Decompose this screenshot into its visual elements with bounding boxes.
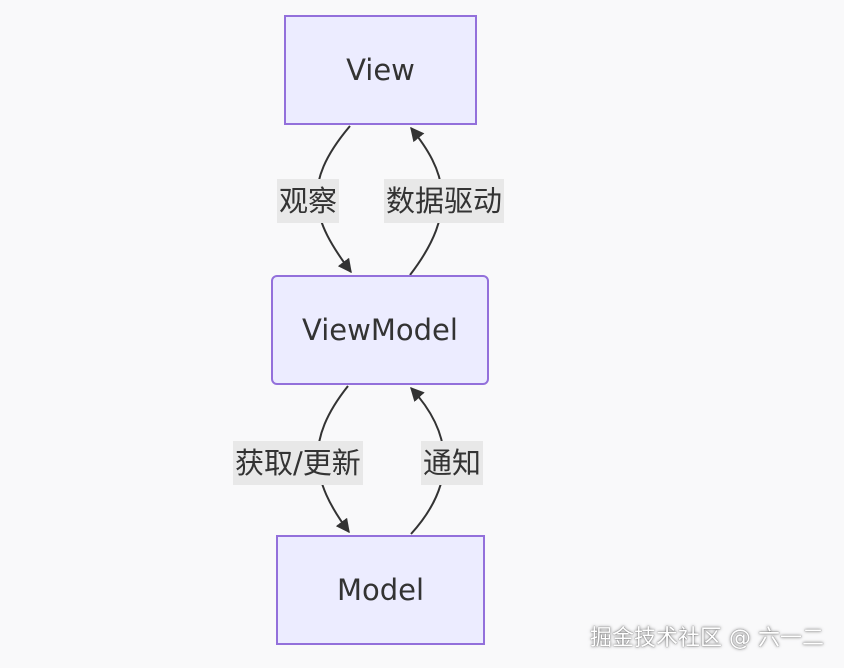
- viewmodel-node-label: ViewModel: [302, 313, 458, 347]
- watermark: 掘金技术社区 @ 六一二: [590, 626, 824, 651]
- viewmodel-node: ViewModel: [271, 275, 489, 385]
- edge-label-observe: 观察: [277, 179, 340, 223]
- edge-label-notify: 通知: [421, 441, 484, 485]
- model-node: Model: [276, 535, 485, 645]
- view-node-label: View: [346, 53, 415, 87]
- edge-label-data-driven: 数据驱动: [384, 179, 505, 223]
- view-node: View: [284, 15, 477, 125]
- model-node-label: Model: [336, 573, 425, 607]
- edge-label-fetch-update: 获取/更新: [233, 441, 363, 485]
